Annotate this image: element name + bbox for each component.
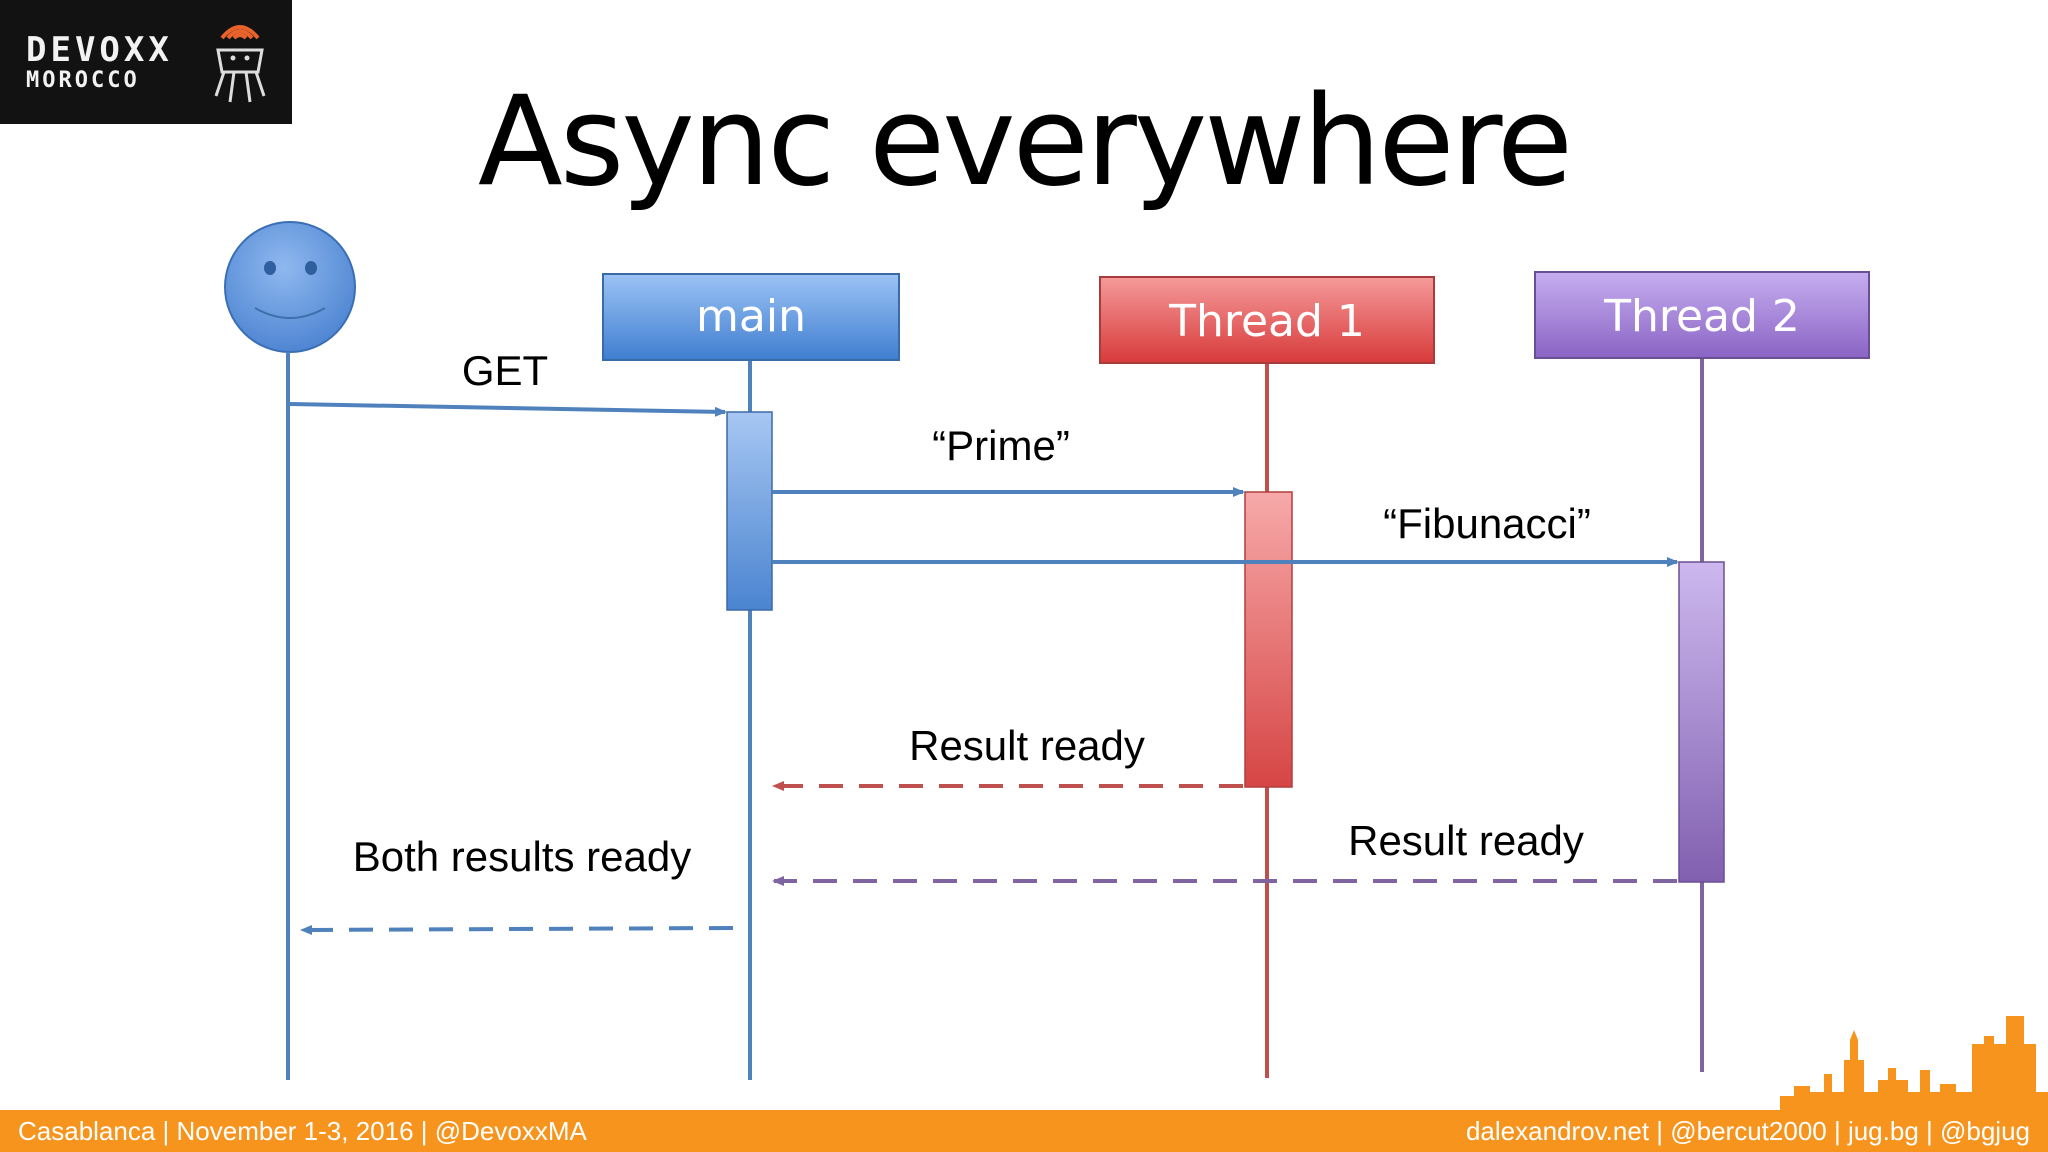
message-thread2-result-label: Result ready [1348, 817, 1584, 864]
participant-main-label: main [696, 291, 806, 342]
message-thread1-result: Result ready [774, 722, 1243, 786]
participant-main: main [603, 274, 899, 360]
activation-thread1 [1245, 492, 1292, 787]
footer-speaker-links: dalexandrov.net | @bercut2000 | jug.bg |… [1466, 1116, 2030, 1147]
footer-event-info: Casablanca | November 1-3, 2016 | @Devox… [18, 1116, 587, 1147]
message-prime-label: “Prime” [932, 422, 1070, 469]
participant-thread2: Thread 2 [1535, 272, 1869, 358]
footer-bar: Casablanca | November 1-3, 2016 | @Devox… [0, 1110, 2048, 1152]
participant-thread2-label: Thread 2 [1603, 291, 1800, 342]
activation-main [727, 412, 772, 610]
message-fibunacci-label: “Fibunacci” [1383, 500, 1591, 547]
sequence-diagram: main Thread 1 Thread 2 GET “Prime” “Fibu… [0, 0, 2048, 1110]
message-both-results-label: Both results ready [353, 833, 692, 880]
message-fibunacci: “Fibunacci” [772, 500, 1677, 562]
smiley-face-icon [225, 222, 355, 352]
message-both-results: Both results ready [302, 833, 733, 930]
casablanca-skyline-icon [1780, 1000, 2048, 1110]
actor-eye-right [305, 261, 317, 275]
actor-user [225, 222, 355, 352]
message-get-label: GET [462, 347, 548, 394]
participant-thread1-label: Thread 1 [1168, 296, 1365, 347]
activation-thread2 [1679, 562, 1724, 882]
participant-thread1: Thread 1 [1100, 277, 1434, 363]
message-thread1-result-label: Result ready [909, 722, 1145, 769]
actor-eye-left [264, 261, 276, 275]
message-thread2-result: Result ready [774, 817, 1677, 881]
message-prime: “Prime” [772, 422, 1243, 492]
